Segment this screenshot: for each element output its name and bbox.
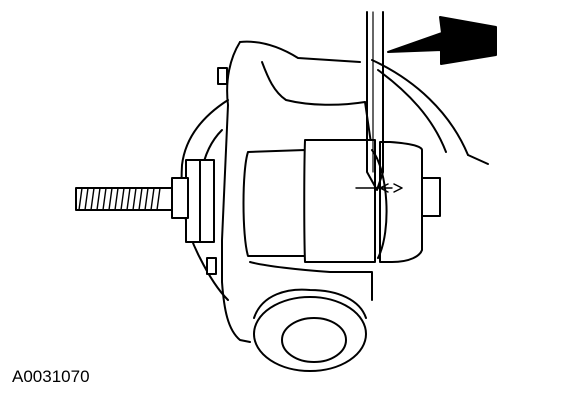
knuckle-body bbox=[221, 41, 251, 343]
lower-joint-inner bbox=[281, 317, 347, 363]
puller-cylinder-left bbox=[242, 149, 306, 257]
bolt-head-left-upper bbox=[217, 67, 228, 85]
dust-shield-lower-edge bbox=[377, 69, 447, 153]
figure-reference-label: A0031070 bbox=[12, 367, 90, 386]
puller-cylinder-center bbox=[303, 139, 376, 263]
knuckle-inner-curve bbox=[261, 61, 366, 106]
feeler-gauge bbox=[366, 11, 384, 191]
dust-shield-outline bbox=[371, 59, 469, 156]
knuckle-lower-edge bbox=[249, 261, 373, 301]
dust-shield-edge bbox=[467, 154, 489, 165]
measurement-mark bbox=[355, 183, 403, 193]
pointer-arrow bbox=[387, 16, 497, 65]
knuckle-top-curve bbox=[239, 40, 361, 63]
right-nut bbox=[421, 177, 441, 217]
rod-threads bbox=[78, 187, 161, 211]
lower-joint-flange bbox=[253, 288, 367, 319]
bolt-head-left-lower bbox=[206, 257, 217, 275]
puller-cylinder-right bbox=[379, 141, 423, 263]
rod-nut bbox=[171, 177, 189, 219]
puller-rim bbox=[371, 149, 388, 259]
